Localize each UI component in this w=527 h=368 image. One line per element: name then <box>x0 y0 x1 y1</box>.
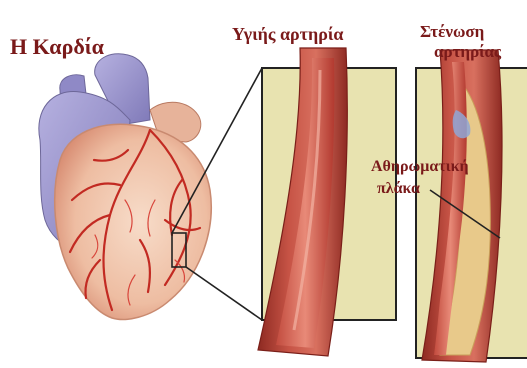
plaque-label-line1: Αθηρωματική <box>371 158 469 176</box>
healthy-artery-label: Υγιής αρτηρία <box>232 24 343 45</box>
narrowed-artery-panel <box>416 50 527 362</box>
narrowed-artery-label-line1: Στένωση <box>420 22 484 42</box>
narrowed-artery-label-line2: αρτηρίας <box>434 42 501 62</box>
zoom-connector-bottom <box>186 267 262 320</box>
heart-body-shape <box>55 124 212 319</box>
healthy-artery-panel <box>258 48 396 356</box>
plaque-label-line2: πλάκα <box>377 180 420 198</box>
heart-illustration <box>39 54 211 320</box>
heart-label: Η Καρδία <box>10 34 104 60</box>
